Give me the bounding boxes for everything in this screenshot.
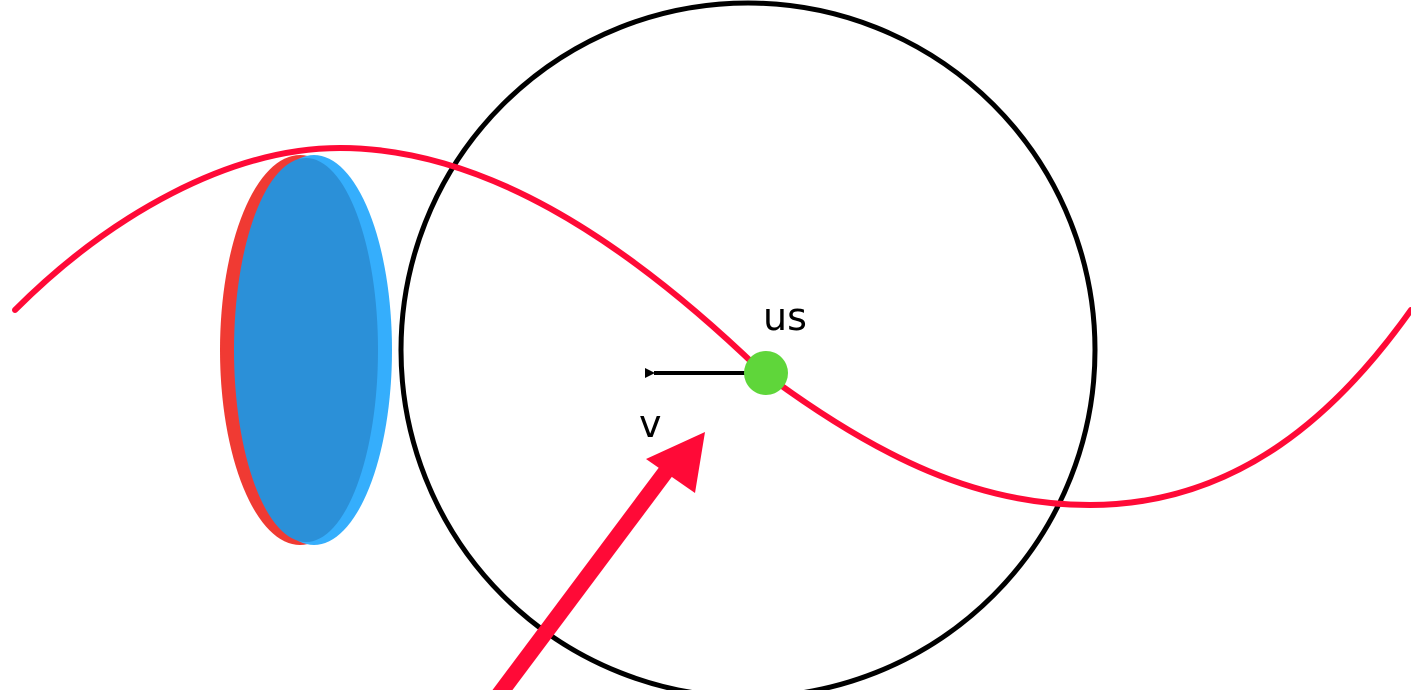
us-point [744,351,788,395]
reference-circle [401,3,1095,690]
disc [220,155,392,545]
disc-face [234,158,378,542]
velocity-label: v [639,402,662,446]
incoming-arrow [495,432,705,690]
us-label: us [763,295,807,339]
